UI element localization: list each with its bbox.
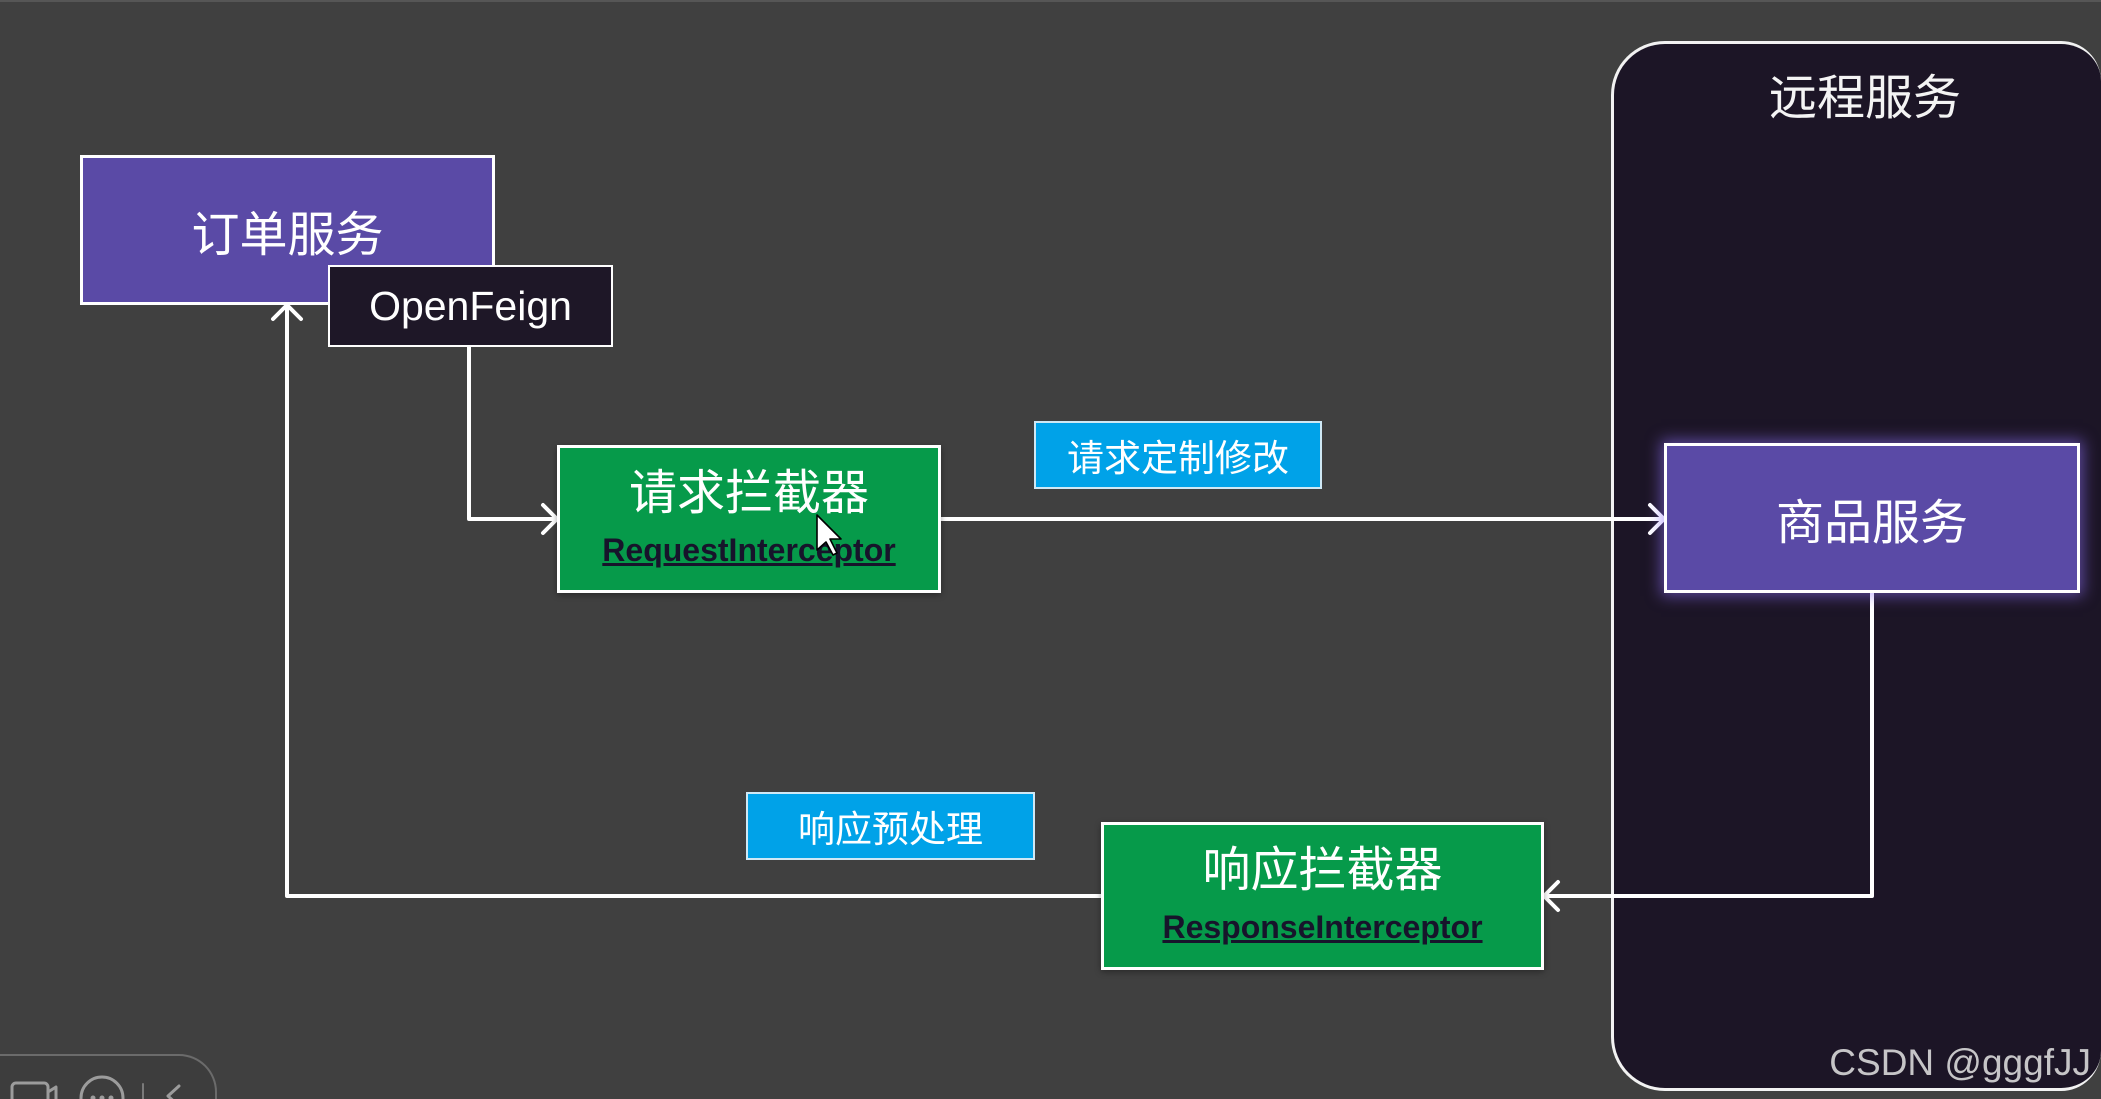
collapse-chevron-icon[interactable] bbox=[166, 1084, 181, 1099]
openfeign-box: OpenFeign bbox=[328, 265, 613, 347]
arrow-openfeign-to-request-interceptor bbox=[467, 344, 559, 535]
mouse-cursor-icon bbox=[816, 514, 842, 556]
response-annotation-tag: 响应预处理 bbox=[746, 792, 1035, 860]
request-interceptor-class-name: RequestInterceptor bbox=[602, 532, 896, 568]
product-service-box: 商品服务 bbox=[1664, 443, 2080, 593]
response-interceptor-class-name: ResponseInterceptor bbox=[1162, 909, 1483, 945]
arrow-response-interceptor-to-order-service bbox=[271, 303, 1103, 898]
request-interceptor-box: 请求拦截器 RequestInterceptor bbox=[557, 445, 941, 593]
remote-service-title: 远程服务 bbox=[1768, 72, 1961, 125]
arrow-product-service-to-response-interceptor bbox=[1542, 591, 1874, 912]
request-annotation-tag: 请求定制修改 bbox=[1034, 421, 1322, 489]
response-interceptor-title: 响应拦截器 bbox=[1202, 844, 1443, 897]
order-service-label: 订单服务 bbox=[191, 209, 384, 262]
request-annotation-label: 请求定制修改 bbox=[1067, 438, 1289, 479]
request-interceptor-title: 请求拦截器 bbox=[628, 467, 869, 520]
order-service-box: 订单服务 bbox=[80, 155, 495, 305]
product-service-label: 商品服务 bbox=[1775, 497, 1968, 550]
openfeign-label: OpenFeign bbox=[369, 282, 572, 329]
csdn-watermark: CSDN @gggfJJ bbox=[1829, 1042, 2091, 1083]
player-controls-bar bbox=[0, 1054, 217, 1099]
chat-icon[interactable] bbox=[79, 1075, 125, 1099]
response-annotation-label: 响应预处理 bbox=[798, 809, 983, 850]
response-interceptor-box: 响应拦截器 ResponseInterceptor bbox=[1101, 822, 1544, 970]
arrow-request-interceptor-to-product-service bbox=[939, 503, 1666, 535]
camera-icon[interactable] bbox=[10, 1081, 58, 1099]
